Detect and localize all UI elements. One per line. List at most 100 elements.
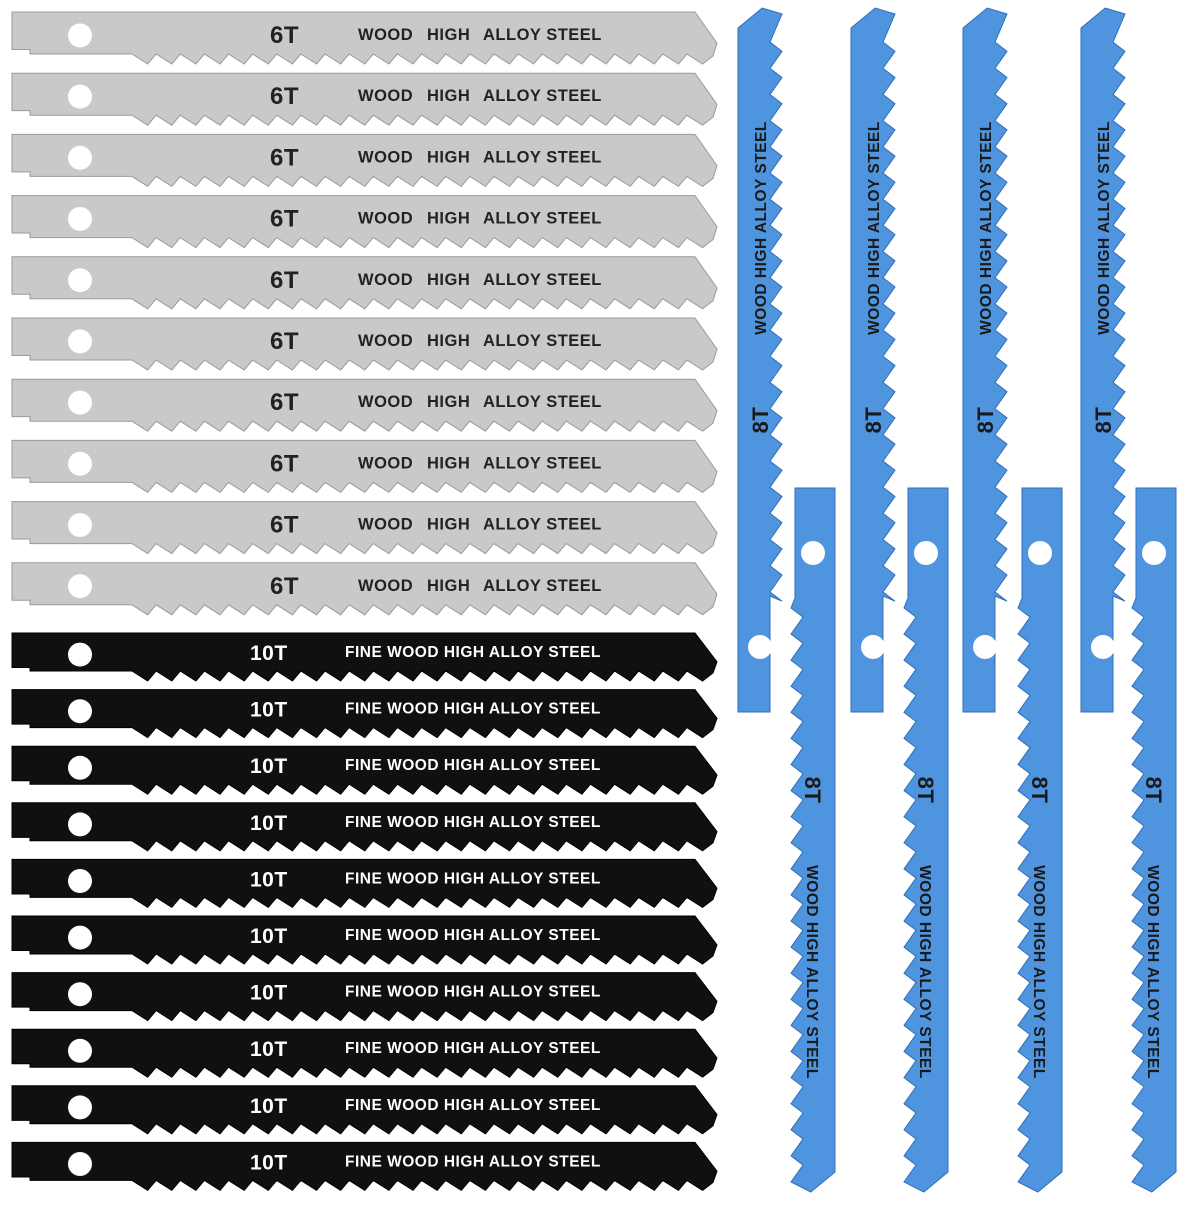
blue-blade: 8T WOOD HIGH ALLOY STEEL — [1131, 487, 1177, 1193]
blue-blade-body — [903, 487, 949, 1193]
material-label: WOOD — [358, 148, 413, 166]
tooth-count-label: 10T — [250, 1038, 288, 1061]
material-label: HIGH — [427, 577, 470, 595]
silver-blade-body — [11, 439, 718, 494]
mounting-hole — [68, 699, 92, 724]
tooth-count-label: 8T — [913, 777, 938, 804]
tooth-count-label: 6T — [270, 267, 299, 294]
tooth-count-label: 6T — [270, 328, 299, 355]
material-label: ALLOY STEEL — [483, 454, 602, 472]
material-label: HIGH — [427, 26, 470, 44]
material-label: WOOD — [358, 332, 413, 350]
material-label: ALLOY STEEL — [483, 393, 602, 411]
material-label: ALLOY STEEL — [483, 577, 602, 595]
tooth-count-label: 10T — [250, 925, 288, 948]
tooth-count-label: 10T — [250, 642, 288, 665]
mounting-hole — [68, 329, 92, 354]
black-blade-body — [11, 858, 718, 909]
material-label: FINE WOOD HIGH ALLOY STEEL — [345, 814, 601, 831]
black-blade: 10T FINE WOOD HIGH ALLOY STEEL — [11, 915, 718, 965]
tooth-count-label: 10T — [250, 1151, 288, 1174]
tooth-count-label: 8T — [973, 407, 998, 434]
tooth-count-label: 6T — [270, 512, 299, 539]
blue-blade-body — [1080, 7, 1126, 713]
material-label: WOOD HIGH ALLOY STEEL — [1144, 865, 1161, 1079]
material-label: ALLOY STEEL — [483, 271, 602, 289]
tooth-count-label: 8T — [800, 777, 825, 804]
black-blade-body — [11, 689, 718, 739]
material-label: ALLOY STEEL — [483, 332, 602, 350]
black-blade-body — [11, 915, 718, 965]
black-blade-body — [11, 745, 718, 795]
material-label: FINE WOOD HIGH ALLOY STEEL — [345, 1040, 601, 1057]
tooth-count-label: 8T — [1027, 777, 1052, 804]
tooth-count-label: 10T — [250, 1095, 288, 1118]
silver-blade: 6T WOOD HIGH ALLOY STEEL — [11, 439, 718, 494]
black-blade-body — [11, 1141, 718, 1192]
mounting-hole — [748, 635, 772, 659]
silver-blade-body — [11, 72, 718, 126]
material-label: WOOD — [358, 454, 413, 472]
silver-blade-body — [11, 133, 718, 188]
tooth-count-label: 10T — [250, 755, 288, 778]
material-label: WOOD HIGH ALLOY STEEL — [916, 865, 933, 1079]
tooth-count-label: 6T — [270, 144, 299, 171]
blue-blade: 8T WOOD HIGH ALLOY STEEL — [903, 487, 949, 1193]
tooth-count-label: 6T — [270, 389, 299, 416]
black-blade: 10T FINE WOOD HIGH ALLOY STEEL — [11, 1141, 718, 1192]
silver-blade-body — [11, 378, 718, 432]
tooth-count-label: 6T — [270, 450, 299, 477]
material-label: HIGH — [427, 210, 470, 228]
silver-blade-body — [11, 11, 718, 65]
material-label: WOOD — [358, 393, 413, 411]
material-label: WOOD HIGH ALLOY STEEL — [1030, 865, 1047, 1079]
material-label: FINE WOOD HIGH ALLOY STEEL — [345, 1153, 601, 1170]
material-label: ALLOY STEEL — [483, 87, 602, 105]
material-label: WOOD — [358, 26, 413, 44]
material-label: WOOD — [358, 271, 413, 289]
material-label: FINE WOOD HIGH ALLOY STEEL — [345, 927, 601, 944]
material-label: FINE WOOD HIGH ALLOY STEEL — [345, 644, 601, 661]
black-blade: 10T FINE WOOD HIGH ALLOY STEEL — [11, 1028, 718, 1078]
mounting-hole — [68, 513, 92, 537]
material-label: HIGH — [427, 332, 470, 350]
tooth-count-label: 8T — [748, 407, 773, 434]
material-label: HIGH — [427, 516, 470, 534]
silver-blade-body — [11, 256, 718, 310]
mounting-hole — [68, 574, 92, 599]
material-label: FINE WOOD HIGH ALLOY STEEL — [345, 1097, 601, 1114]
silver-blade-group: 6T WOOD HIGH ALLOY STEEL 6T WOOD HIGH ALLOY STE… — [11, 11, 718, 616]
material-label: HIGH — [427, 454, 470, 472]
material-label: WOOD HIGH ALLOY STEEL — [866, 121, 883, 335]
material-label: WOOD HIGH ALLOY STEEL — [803, 865, 820, 1079]
material-label: ALLOY STEEL — [483, 26, 602, 44]
black-blade-body — [11, 632, 718, 682]
material-label: HIGH — [427, 393, 470, 411]
material-label: ALLOY STEEL — [483, 148, 602, 166]
material-label: WOOD — [358, 87, 413, 105]
mounting-hole — [68, 642, 92, 667]
mounting-hole — [1091, 635, 1115, 659]
black-blade: 10T FINE WOOD HIGH ALLOY STEEL — [11, 632, 718, 682]
mounting-hole — [68, 869, 92, 893]
material-label: ALLOY STEEL — [483, 210, 602, 228]
mounting-hole — [68, 23, 92, 48]
black-blade-group: 10T FINE WOOD HIGH ALLOY STEEL 10T FINE WOO… — [11, 632, 718, 1192]
mounting-hole — [68, 925, 92, 950]
mounting-hole — [973, 635, 997, 659]
tooth-count-label: 8T — [1141, 777, 1166, 804]
mounting-hole — [68, 268, 92, 293]
